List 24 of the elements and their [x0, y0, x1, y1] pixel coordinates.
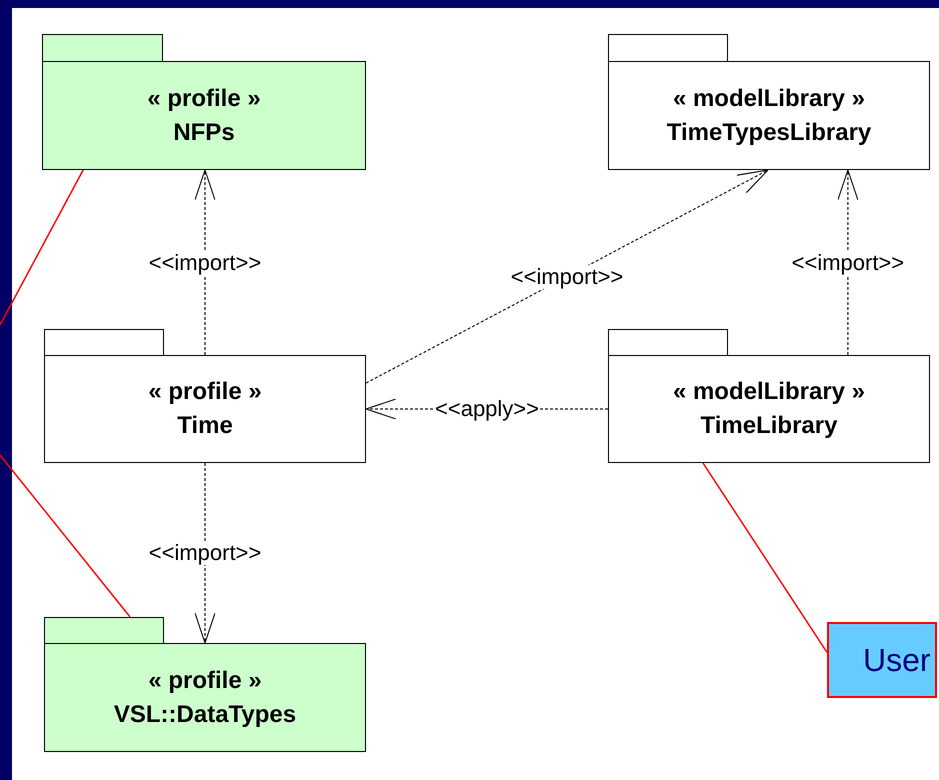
leader-line	[0, 454, 131, 618]
package-name: Time	[177, 411, 233, 441]
package-name: NFPs	[173, 118, 235, 148]
edge-label: <<import>>	[510, 264, 624, 289]
edge-label: <<apply>>	[434, 397, 540, 421]
package-name: TimeLibrary	[700, 411, 838, 441]
callout-text: User	[863, 642, 931, 678]
leader-line	[0, 170, 84, 326]
dependency-arrow	[837, 170, 858, 356]
stereotype-label: « modelLibrary »	[672, 377, 866, 407]
edge-label: <<import>>	[148, 250, 262, 274]
stereotype-label: « profile »	[147, 84, 261, 114]
edge-label: <<import>>	[790, 250, 906, 274]
edge-label: <<import>>	[148, 541, 262, 565]
callout-box	[827, 622, 937, 698]
dependency-arrow	[194, 462, 216, 644]
stereotype-label: « profile »	[148, 666, 262, 696]
leader-line	[702, 462, 828, 653]
stereotype-label: « profile »	[148, 377, 262, 407]
dependency-arrow	[366, 170, 769, 384]
package-name: TimeTypesLibrary	[666, 118, 872, 148]
package-name: VSL::DataTypes	[114, 700, 296, 730]
stereotype-label: « modelLibrary »	[672, 84, 866, 114]
dependency-arrow	[194, 170, 216, 356]
